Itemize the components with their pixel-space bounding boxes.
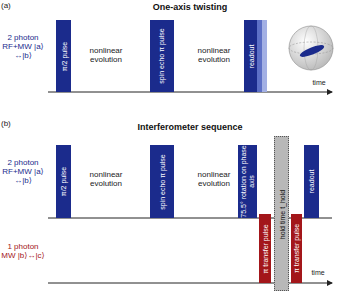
phase-label: nonlinear evolution	[192, 46, 236, 64]
hold-box: hold time t_hold	[274, 136, 289, 291]
time-axis	[48, 283, 332, 284]
phase-label: nonlinear evolution	[192, 170, 236, 188]
channel-label: 1 photon MW |b⟩↔|c⟩	[0, 242, 46, 260]
pulse-box: spin echo π pulse	[150, 20, 174, 92]
channel-label: 2 photon RF+MW |a⟩↔|b⟩	[0, 158, 46, 186]
pulse-box: π/2 pulse	[56, 20, 71, 92]
channel-label: 2 photon RF+MW |a⟩↔|b⟩	[0, 33, 46, 61]
pulse-label: spin echo π pulse	[150, 145, 174, 218]
time-axis	[48, 92, 332, 93]
pulse-box: readout	[304, 145, 319, 218]
time-axis	[48, 218, 332, 219]
pulse-box: 75.5° rotation on phase axis	[238, 145, 257, 218]
bloch-sphere	[289, 26, 333, 70]
readout-shade	[262, 20, 267, 92]
pulse-label: spin echo π pulse	[150, 20, 174, 92]
axis-label: time	[305, 269, 331, 277]
phase-label: nonlinear evolution	[84, 170, 128, 188]
pulse-label: readout	[244, 20, 257, 92]
pulse-box: readout	[244, 20, 257, 92]
pulse-label: hold time t_hold	[275, 137, 290, 291]
pulse-label: π/2 pulse	[56, 145, 71, 218]
pulse-label: π transfer pulse	[259, 214, 271, 283]
pulse-box: π/2 pulse	[56, 145, 71, 218]
pulse-label: readout	[304, 145, 319, 218]
readout-shade	[257, 20, 262, 92]
phase-label: nonlinear evolution	[84, 46, 128, 64]
axis-label: time	[306, 79, 332, 87]
panel-letter: (b)	[1, 119, 19, 128]
pulse-box: spin echo π pulse	[150, 145, 174, 218]
pulse-label: π/2 pulse	[56, 20, 71, 92]
pulse-label: π transfer pulse	[291, 214, 302, 283]
panel-title: Interferometer sequence	[105, 122, 275, 132]
transfer-pulse: π transfer pulse	[291, 214, 302, 283]
panel-title: One-axis twisting	[115, 2, 265, 12]
transfer-pulse: π transfer pulse	[259, 214, 271, 283]
panel-letter: (a)	[1, 1, 19, 10]
pulse-label: 75.5° rotation on phase axis	[238, 145, 257, 218]
